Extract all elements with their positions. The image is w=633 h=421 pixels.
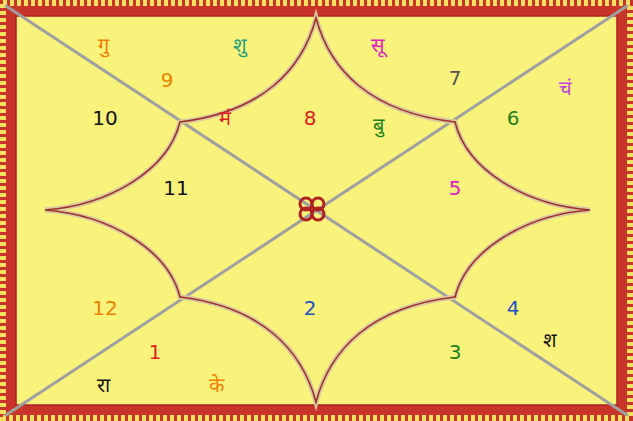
planet-label: मं — [219, 108, 231, 128]
house-number: 7 — [449, 68, 462, 88]
planet-label: श — [543, 330, 557, 350]
house-number: 9 — [161, 70, 174, 90]
house-number: 10 — [92, 108, 117, 128]
house-number: 1 — [149, 342, 162, 362]
house-number: 6 — [507, 108, 520, 128]
house-number: 11 — [163, 178, 188, 198]
house-number: 5 — [449, 178, 462, 198]
planet-label: रा — [97, 375, 110, 395]
planet-label: बु — [373, 115, 384, 135]
planet-label: के — [209, 375, 224, 395]
planet-label: सू — [371, 35, 385, 55]
planet-label: चं — [559, 78, 572, 98]
house-number: 2 — [304, 298, 317, 318]
house-number: 3 — [449, 342, 462, 362]
planet-label: गु — [98, 35, 109, 55]
house-number: 12 — [92, 298, 117, 318]
house-number: 4 — [507, 298, 520, 318]
house-number: 8 — [304, 108, 317, 128]
planet-label: शु — [233, 35, 247, 55]
